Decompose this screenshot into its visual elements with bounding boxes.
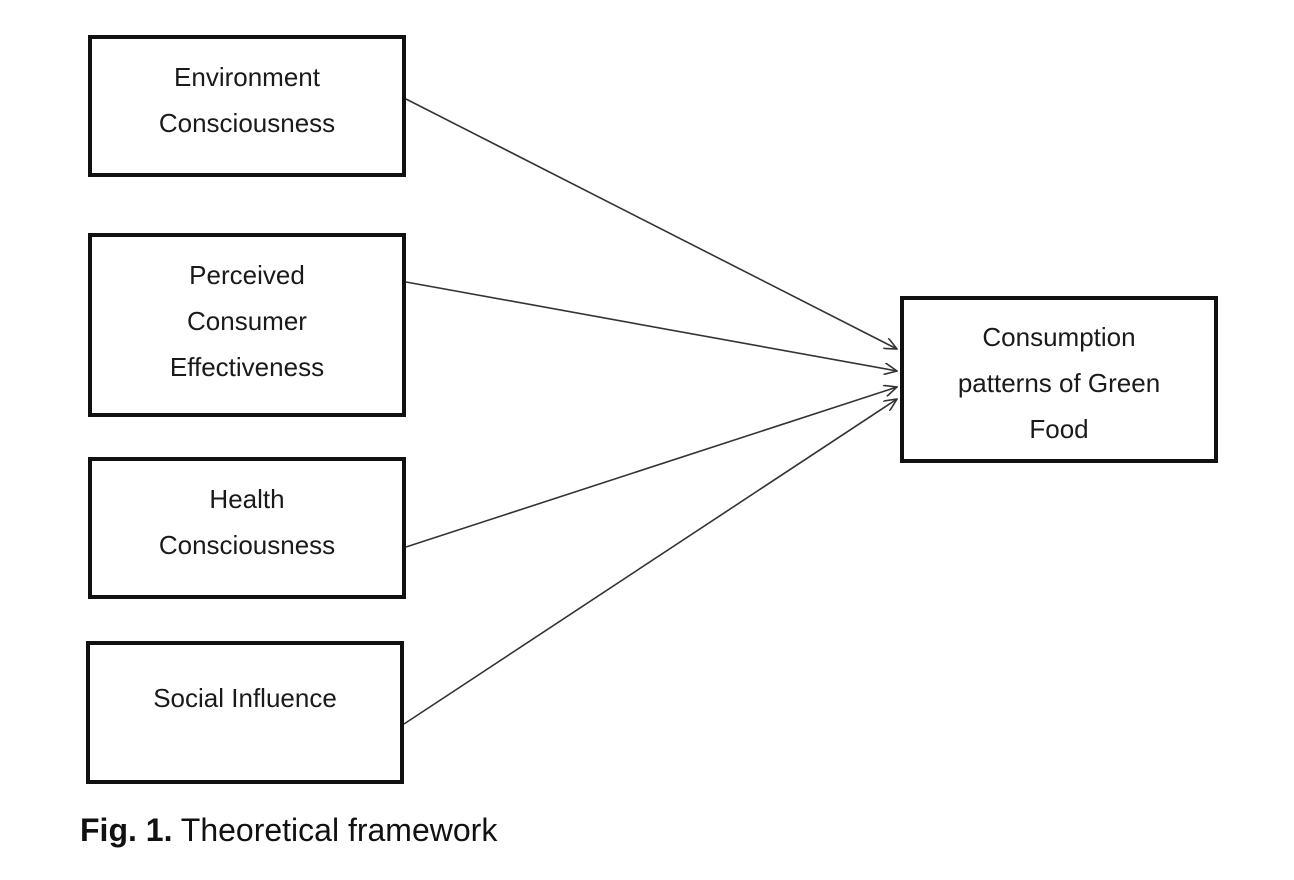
health-consciousness-label: Health Consciousness	[158, 484, 336, 560]
environment-consciousness-label: Environment Consciousness	[158, 62, 336, 138]
figure-caption: Fig. 1. Theoretical framework	[80, 812, 497, 849]
arrow-health-to-consumption	[405, 387, 897, 548]
social-influence-label: Social Influence	[153, 683, 337, 713]
arrow-perceived-to-consumption	[405, 281, 897, 371]
consumption-patterns-label: Consumption patterns of Green Food	[957, 322, 1161, 444]
perceived-consumer-effectiveness-label: Perceived Consumer Effectiveness	[169, 260, 325, 382]
environment-consciousness-box: Environment Consciousness	[88, 35, 406, 177]
social-influence-box: Social Influence	[86, 641, 404, 784]
figure-caption-text: Theoretical framework	[172, 812, 498, 848]
arrow-social-to-consumption	[403, 399, 897, 725]
perceived-consumer-effectiveness-box: Perceived Consumer Effectiveness	[88, 233, 406, 417]
health-consciousness-box: Health Consciousness	[88, 457, 406, 599]
consumption-patterns-box: Consumption patterns of Green Food	[900, 296, 1218, 463]
figure-caption-label: Fig. 1.	[80, 812, 173, 848]
arrow-environment-to-consumption	[405, 98, 897, 349]
